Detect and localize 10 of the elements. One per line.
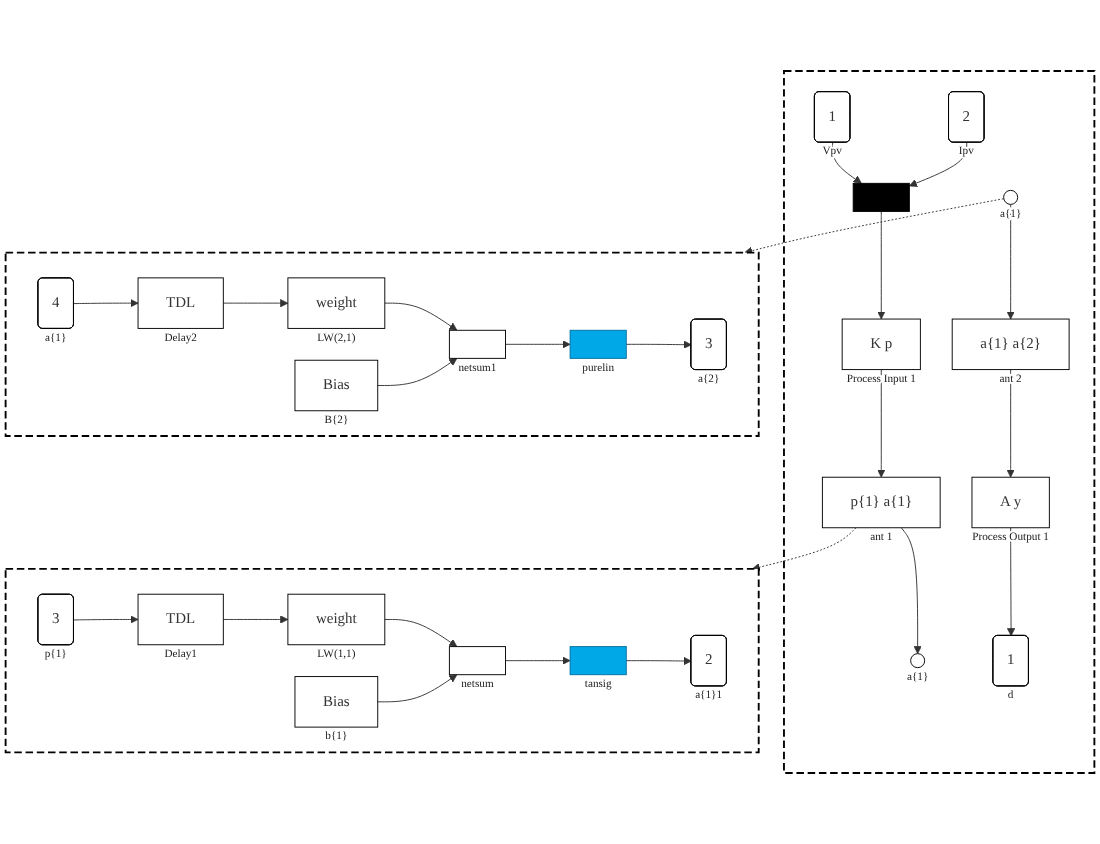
node-box bbox=[569, 646, 627, 676]
node-circle bbox=[910, 653, 926, 669]
node-box bbox=[448, 646, 506, 676]
node-box bbox=[569, 329, 627, 359]
cluster bbox=[783, 70, 1096, 774]
cluster bbox=[4, 251, 760, 437]
cluster bbox=[4, 568, 760, 754]
node-circle bbox=[1003, 189, 1019, 205]
node-bar bbox=[852, 182, 910, 212]
node-box bbox=[448, 329, 506, 359]
